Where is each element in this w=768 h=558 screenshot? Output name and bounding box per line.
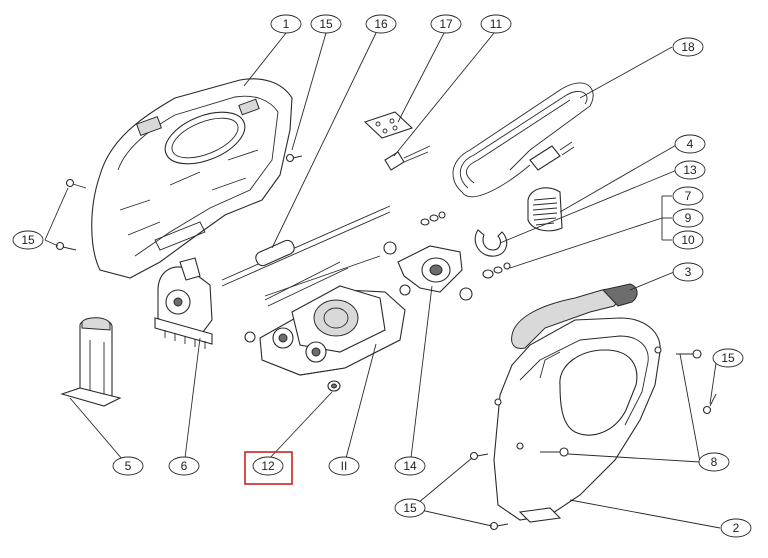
- callout-1: 1: [270, 14, 302, 34]
- svg-text:II: II: [341, 459, 348, 473]
- callout-15-left: 15: [12, 230, 44, 250]
- part-front-housing: [493, 317, 662, 523]
- part-rear-housing: [91, 78, 293, 279]
- callout-9: 9: [672, 208, 704, 228]
- part-screws-left: [55, 153, 303, 251]
- svg-text:7: 7: [685, 189, 692, 203]
- callout-17: 17: [430, 14, 462, 34]
- part-handle-grip: [511, 283, 638, 349]
- svg-text:15: 15: [403, 501, 417, 515]
- callout-3: 3: [672, 262, 704, 282]
- part-switch-plate: [363, 111, 414, 139]
- callout-II: II: [328, 456, 360, 476]
- callout-11: 11: [480, 14, 512, 34]
- part-cap: [327, 380, 341, 392]
- svg-text:3: 3: [685, 265, 692, 279]
- part-washers-screws: [420, 211, 511, 279]
- part-ejector-slide: [60, 317, 122, 407]
- callout-18: 18: [672, 37, 704, 57]
- svg-text:12: 12: [261, 459, 275, 473]
- part-motor-assembly: [244, 261, 411, 376]
- part-suppressor-cable: [221, 205, 391, 297]
- callout-16: 16: [365, 14, 397, 34]
- highlight-box: [244, 451, 293, 485]
- part-clamp-ring: [474, 229, 508, 257]
- callout-8: 8: [698, 452, 730, 472]
- svg-text:11: 11: [490, 17, 503, 31]
- leader-lines: [44, 32, 721, 529]
- svg-text:4: 4: [687, 137, 694, 151]
- callout-12-highlighted: 12: [244, 451, 293, 485]
- svg-text:8: 8: [711, 455, 718, 469]
- callout-15-bottom: 15: [394, 498, 426, 518]
- callout-14: 14: [394, 456, 426, 476]
- svg-text:15: 15: [319, 17, 333, 31]
- svg-text:17: 17: [439, 17, 453, 31]
- svg-text:18: 18: [681, 40, 695, 54]
- callout-2: 2: [720, 518, 752, 538]
- svg-text:13: 13: [683, 163, 697, 177]
- callout-7: 7: [672, 186, 704, 206]
- svg-text:15: 15: [721, 351, 735, 365]
- svg-text:6: 6: [181, 459, 188, 473]
- svg-text:9: 9: [685, 211, 692, 225]
- svg-text:10: 10: [681, 233, 695, 247]
- svg-text:5: 5: [125, 459, 132, 473]
- callout-15-right: 15: [712, 348, 744, 368]
- callout-4: 4: [674, 134, 706, 154]
- part-connector: [384, 145, 431, 171]
- callout-13: 13: [674, 160, 706, 180]
- part-bearing-bracket: [383, 241, 473, 301]
- part-vent-grille: [527, 187, 563, 232]
- svg-text:2: 2: [733, 521, 740, 535]
- callout-5: 5: [112, 456, 144, 476]
- svg-text:16: 16: [374, 17, 388, 31]
- callout-6: 6: [168, 456, 200, 476]
- part-switch-comb: [154, 257, 213, 349]
- part-power-cord: [452, 82, 594, 198]
- svg-text:15: 15: [21, 233, 35, 247]
- svg-text:14: 14: [403, 459, 417, 473]
- callout-15-top: 15: [310, 14, 342, 34]
- svg-text:1: 1: [283, 17, 290, 31]
- callout-10: 10: [672, 230, 704, 250]
